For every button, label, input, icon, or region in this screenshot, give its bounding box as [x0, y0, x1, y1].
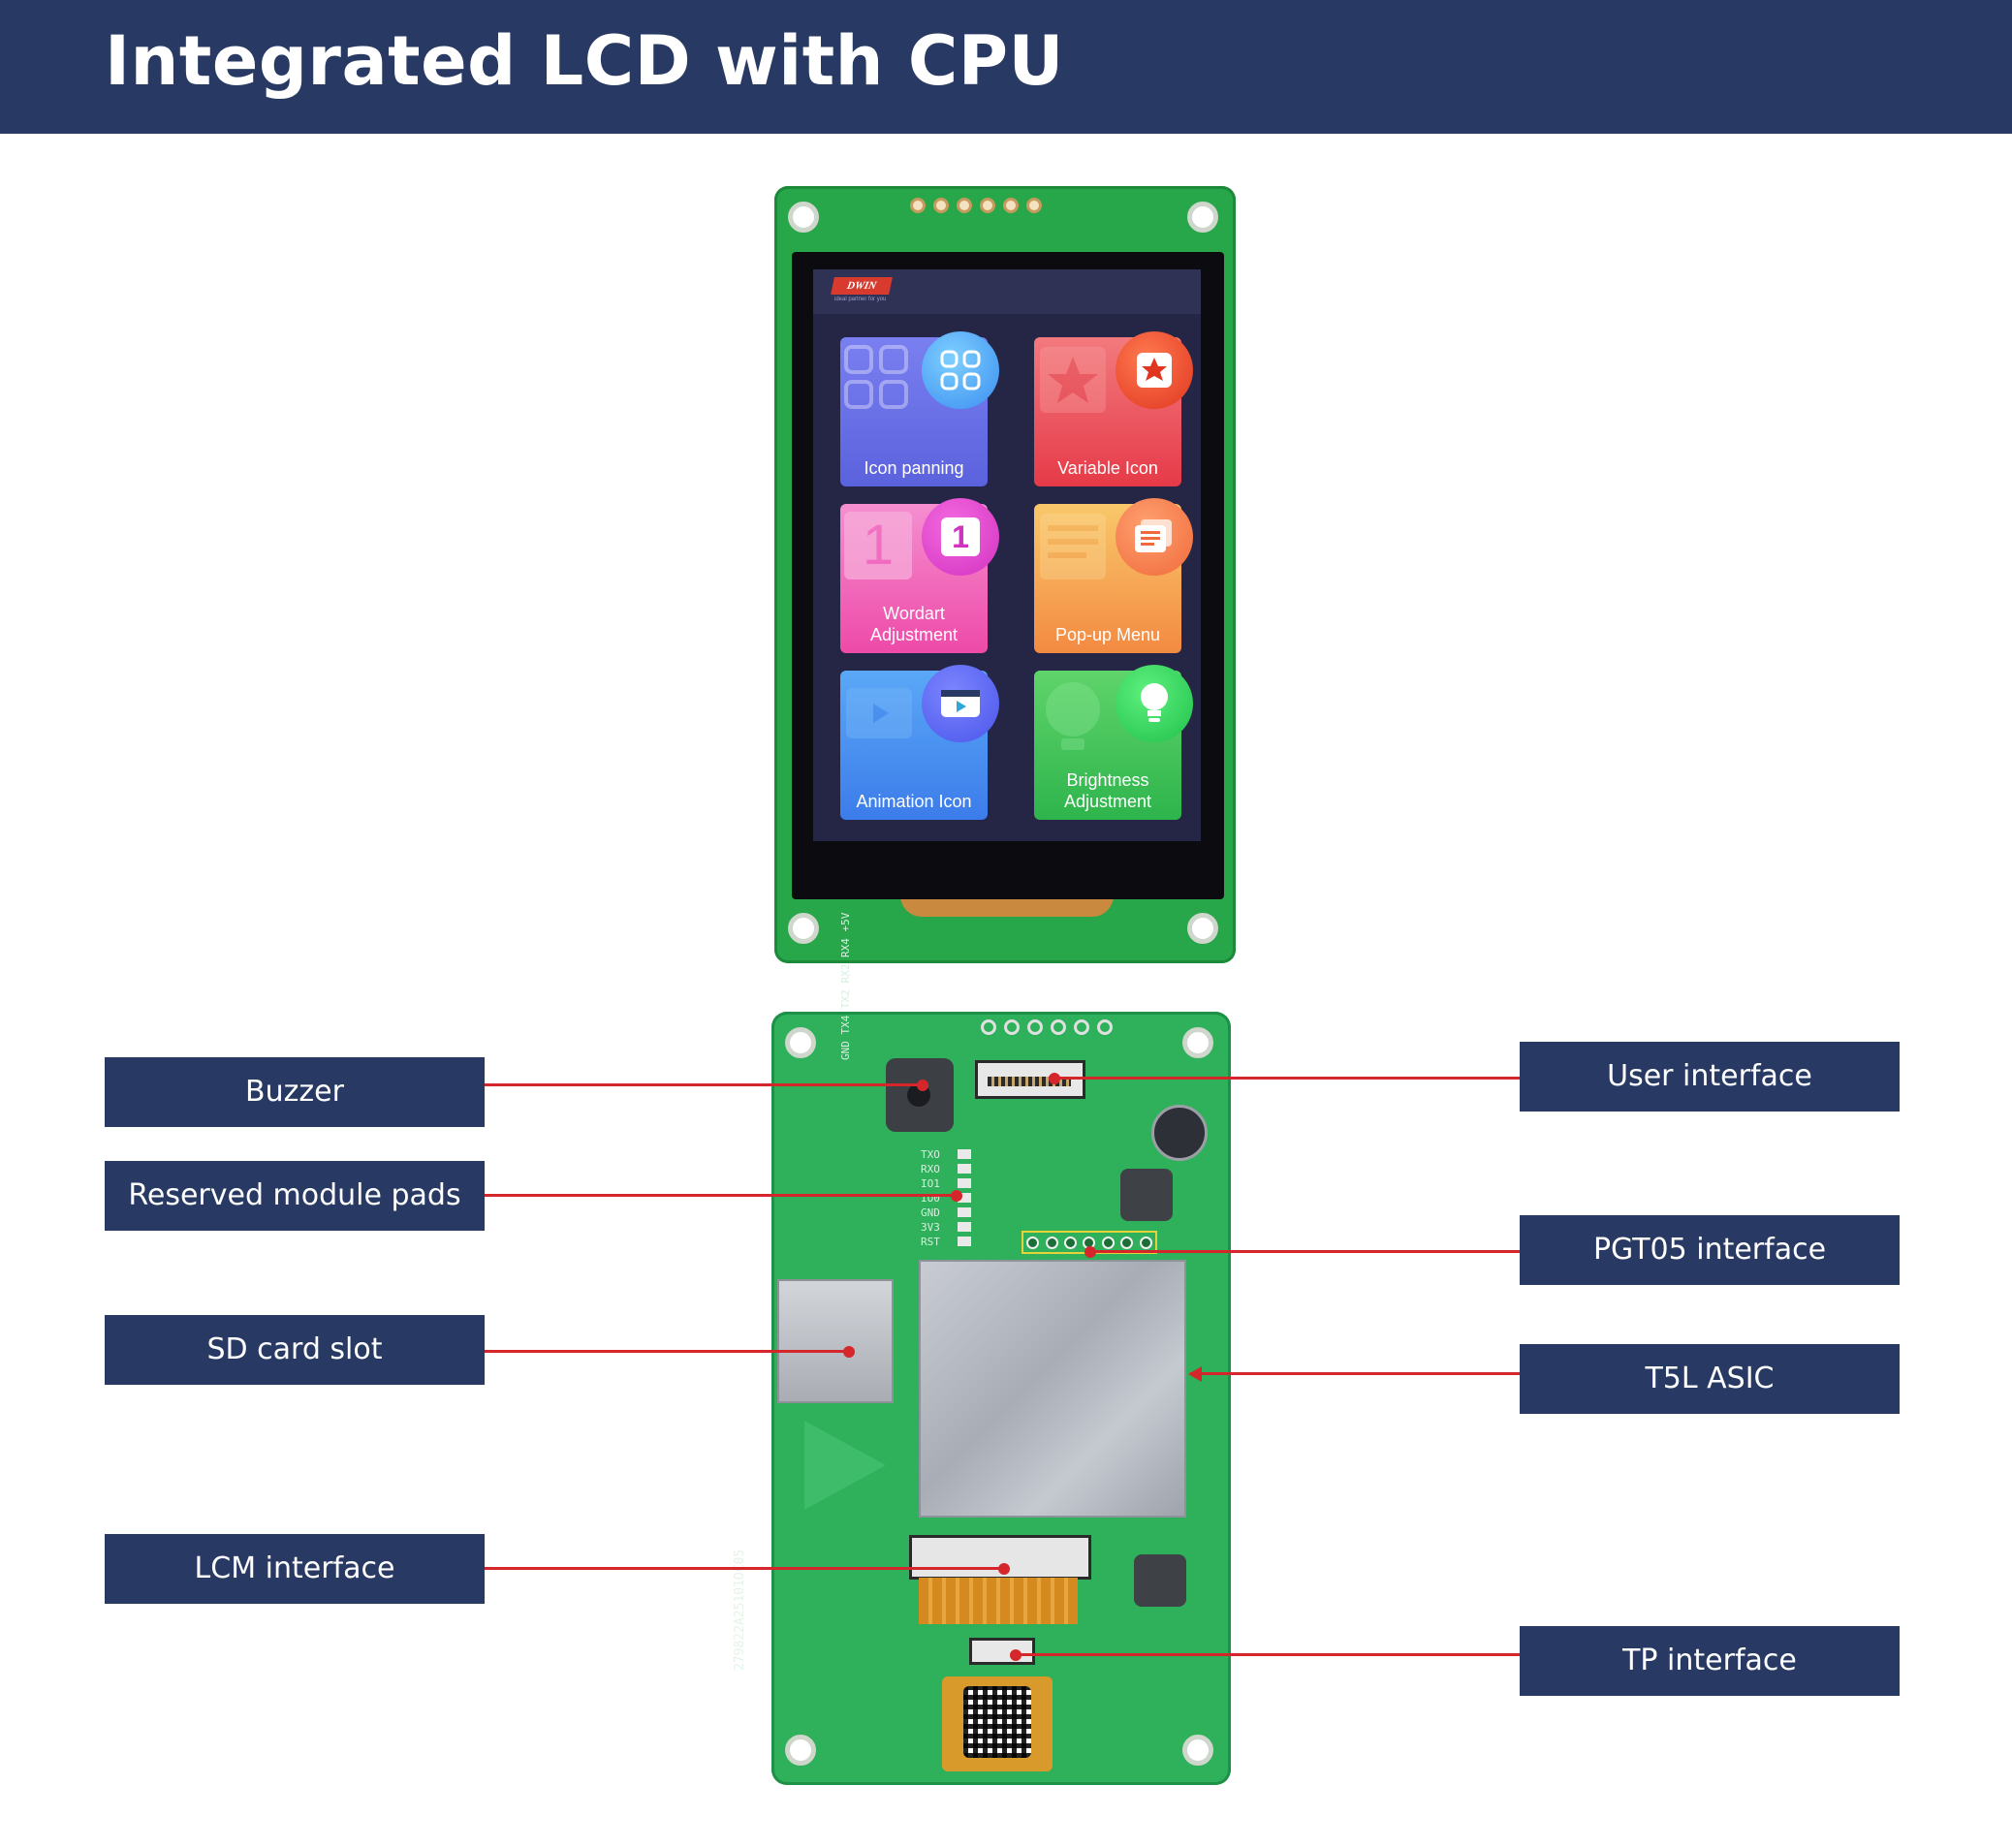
leader-line-t5l [1190, 1372, 1520, 1375]
leader-dot [1049, 1073, 1060, 1084]
callout-tp-interface: TP interface [1520, 1626, 1900, 1696]
lightbulb-icon [1116, 665, 1193, 742]
mount-hole [788, 913, 819, 944]
callout-buzzer: Buzzer [105, 1057, 485, 1127]
tile-brightness-adjustment[interactable]: Brightness Adjustment [1034, 665, 1193, 820]
leader-dot [843, 1346, 855, 1358]
buzzer-component [886, 1058, 954, 1132]
leader-line-module-pads [485, 1194, 957, 1197]
leader-dot [1010, 1649, 1022, 1661]
sd-card-slot [777, 1279, 894, 1403]
callout-sd-card-slot: SD card slot [105, 1315, 485, 1385]
tile-label: Variable Icon [1057, 458, 1158, 478]
callout-t5l-asic: T5L ASIC [1520, 1344, 1900, 1414]
tile-variable-icon[interactable]: Variable Icon [1034, 331, 1193, 486]
menu-card-icon [1116, 498, 1193, 576]
mount-hole [1182, 1027, 1213, 1058]
mount-hole [785, 1027, 816, 1058]
number-one-icon: 1 [844, 512, 912, 579]
mount-hole [1187, 202, 1218, 233]
mount-hole [788, 202, 819, 233]
page-title: Integrated LCD with CPU [105, 21, 1064, 101]
qr-code-icon [963, 1686, 1031, 1758]
warning-triangle-icon [804, 1421, 886, 1510]
leader-line-lcm [485, 1567, 1004, 1570]
video-icon [922, 665, 999, 742]
grid-icon [922, 331, 999, 409]
tile-icon-panning[interactable]: Icon panning [840, 331, 999, 486]
callout-reserved-module-pads: Reserved module pads [105, 1161, 485, 1231]
top-pin-header [910, 198, 1042, 213]
t5l-asic-shield [919, 1260, 1186, 1518]
star-icon [1040, 347, 1106, 413]
header-pin-row [981, 1019, 1113, 1035]
leader-dot [917, 1080, 928, 1091]
callout-pgt05-interface: PGT05 interface [1520, 1215, 1900, 1285]
capacitor [1151, 1105, 1208, 1161]
grid-icon [844, 345, 908, 409]
tile-wordart-adjustment[interactable]: 1 1 Wordart Adjustment [840, 498, 999, 653]
tp-connector [969, 1638, 1035, 1665]
tile-animation-icon[interactable]: Animation Icon [840, 665, 999, 820]
star-icon [1116, 331, 1193, 409]
leader-line-tp [1016, 1653, 1520, 1656]
callout-lcm-interface: LCM interface [105, 1534, 485, 1604]
tile-label: Icon panning [864, 458, 964, 478]
page-header: Integrated LCD with CPU [0, 0, 2012, 134]
module-pads [958, 1149, 973, 1246]
leader-line-sd-card [485, 1350, 849, 1353]
tile-popup-menu[interactable]: Pop-up Menu [1034, 498, 1193, 653]
lightbulb-icon [1046, 682, 1100, 750]
leader-dot [998, 1563, 1010, 1575]
callout-user-interface: User interface [1520, 1042, 1900, 1112]
lcd-front-board: DWIN ideal partner for you Icon panning … [774, 186, 1236, 963]
lcd-screen: DWIN ideal partner for you Icon panning … [813, 269, 1201, 841]
dwin-logo: DWIN [831, 277, 893, 295]
arrow-head-icon [1188, 1366, 1202, 1382]
tile-label: Wordart Adjustment [869, 604, 959, 644]
menu-card-icon [1040, 514, 1106, 579]
inductor [1120, 1169, 1173, 1221]
leader-line-buzzer [485, 1083, 923, 1086]
tile-label: Animation Icon [856, 792, 972, 811]
badge-number: 1 [941, 517, 980, 556]
mount-hole [1182, 1735, 1213, 1766]
lcm-flex-cable [919, 1578, 1078, 1624]
mount-hole [785, 1735, 816, 1766]
tile-label: Brightness Adjustment [1063, 770, 1152, 811]
video-icon [846, 688, 912, 738]
leader-line-user-interface [1054, 1077, 1520, 1080]
leader-line-pgt05 [1090, 1250, 1520, 1253]
number-one-icon: 1 [922, 498, 999, 576]
user-interface-connector [975, 1060, 1085, 1099]
leader-dot [1085, 1246, 1096, 1258]
dwin-tagline: ideal partner for you [834, 297, 887, 302]
inductor [1134, 1554, 1186, 1607]
leader-dot [951, 1190, 962, 1202]
mount-hole [1187, 913, 1218, 944]
tile-label: Pop-up Menu [1054, 625, 1161, 644]
header-pin-labels: GND TX4 TX2 RX2 RX4 +5V [839, 912, 852, 1060]
flex-cable [900, 895, 1114, 917]
